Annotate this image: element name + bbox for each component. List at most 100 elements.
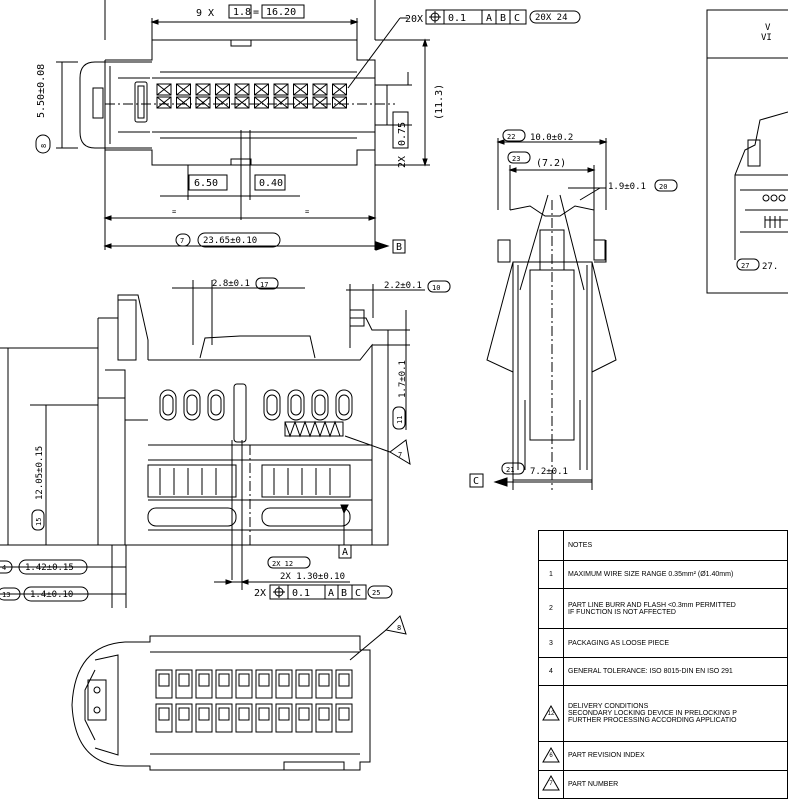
top-cavity xyxy=(273,83,289,96)
dim-17: 1.7±0.1 xyxy=(398,360,408,398)
bottom-cavity xyxy=(275,703,293,733)
bottom-cavity xyxy=(195,669,213,699)
gdt-datum-a: A xyxy=(486,13,492,24)
bottom-cavity xyxy=(315,669,333,699)
dim-142-balloon: 4 xyxy=(2,564,6,572)
top-view: 9 X 1.8 = 16.20 20X 0.1 A B C 20X 24 xyxy=(79,0,581,166)
revision-flag-icon: 6 xyxy=(542,746,560,763)
bottom-cavity xyxy=(155,669,173,699)
notes-row-text: PART REVISION INDEX xyxy=(563,741,788,771)
top-cavity xyxy=(215,83,230,96)
detail-title-2: VI xyxy=(761,33,772,43)
eq-left: = xyxy=(172,208,176,216)
front-cavity-oval xyxy=(207,389,225,421)
base-dim: 7.2±0.1 xyxy=(530,467,568,477)
gdt-tol: 0.1 xyxy=(448,13,466,24)
dim-22-balloon: 10 xyxy=(432,284,440,292)
overall-ref: (11.3) xyxy=(434,84,445,120)
bottom-cavity xyxy=(275,669,293,699)
top-cavity xyxy=(312,83,328,96)
front-cavity-oval xyxy=(159,389,177,421)
top-view-cavities xyxy=(156,83,347,109)
partnum-flag: 7 xyxy=(398,451,402,459)
gdt-datum-b: B xyxy=(500,13,506,24)
pitch-eq: = xyxy=(253,7,259,18)
length-balloon: 7 xyxy=(180,237,184,245)
dim-1205: 12.05±0.15 xyxy=(35,446,45,500)
bottom-cavity xyxy=(175,669,193,699)
top-cavity xyxy=(293,83,308,96)
top-view-dims: 5.50±0.08 8 (11.3) 0.75 2X 6.50 0.40 = = xyxy=(35,38,445,254)
top-cavity xyxy=(312,96,328,109)
height-dim: 5.50±0.08 xyxy=(36,64,47,118)
bottom-cavity xyxy=(255,669,273,699)
top-cavity xyxy=(234,96,250,109)
eq-right: = xyxy=(305,208,309,216)
notes-row-text: PART LINE BURR AND FLASH <0.3mm PERMITTE… xyxy=(563,587,788,630)
pitch-count: 9 X xyxy=(196,8,214,19)
front-view-dims: 2.8±0.1 17 2.2±0.1 10 1.7±0.1 11 7 12.05… xyxy=(0,277,451,608)
notes-row-text: GENERAL TOLERANCE: ISO 8015-DIN EN ISO 2… xyxy=(563,656,788,687)
detail-dim-balloon: 27 xyxy=(741,262,749,270)
gdt2-datum-b: B xyxy=(341,588,347,599)
top-cavity xyxy=(273,96,289,109)
bottom-cavity xyxy=(215,669,233,699)
top-cavity xyxy=(332,83,347,96)
top-cavity xyxy=(195,96,211,109)
front-view xyxy=(97,294,389,590)
front-cavity-oval xyxy=(183,389,201,421)
dim-28: 2.8±0.1 xyxy=(212,279,250,289)
detail-title-1: V xyxy=(765,23,771,33)
bottom-view-cavities xyxy=(155,669,353,733)
width-dim: 10.0±0.2 xyxy=(530,133,573,143)
top-cavity xyxy=(156,96,172,109)
gdt2-prefix: 2X xyxy=(254,588,266,599)
front-cavity-oval xyxy=(287,389,305,421)
notes-header-row: NOTES xyxy=(538,529,788,562)
bottom-view: 8 xyxy=(71,615,407,771)
top-cavity xyxy=(332,96,347,109)
ref-dim: (7.2) xyxy=(536,158,566,169)
top-cavity xyxy=(254,83,269,96)
bottom-cavity xyxy=(235,703,253,733)
detail-view: V VI 27 27. xyxy=(706,9,788,294)
front-cavity-oval xyxy=(263,389,281,421)
datum-b: B xyxy=(396,242,402,253)
front-cavity-oval xyxy=(311,389,329,421)
base-balloon: 21 xyxy=(506,466,514,474)
top-cavity xyxy=(293,96,308,109)
bottom-flag: 8 xyxy=(397,624,401,632)
gdt-count: 20X xyxy=(405,14,423,25)
front-view-slots xyxy=(159,468,331,495)
tab-prefix: 2X xyxy=(397,156,408,168)
notes-row-number: 2 xyxy=(538,587,564,630)
bottom-cavity xyxy=(295,669,313,699)
tab-dim: 0.75 xyxy=(397,122,408,146)
bottom-cavity xyxy=(175,703,193,733)
dim-1205-balloon: 15 xyxy=(35,518,43,526)
dim-14-balloon: 13 xyxy=(2,591,10,599)
dim-142: 1.42±0.15 xyxy=(25,563,74,573)
bottom-cavity xyxy=(335,703,353,733)
top-cavity xyxy=(176,83,191,96)
notes-row-number: 4 xyxy=(538,656,564,687)
detail-dim-text: 27. xyxy=(762,262,778,272)
bottom-cavity xyxy=(335,669,353,699)
notes-row-number: 3 xyxy=(538,628,564,658)
revision-flag-icon: 7 xyxy=(542,775,560,791)
datum-a: A xyxy=(342,547,348,558)
top-cavity xyxy=(234,83,250,96)
notes-row-text: PART NUMBER xyxy=(563,769,788,799)
width-balloon: 22 xyxy=(507,133,515,141)
dim-14: 1.4±0.10 xyxy=(30,590,73,600)
bottom-cavity xyxy=(315,703,333,733)
notes-header: NOTES xyxy=(563,529,788,562)
dim-28-balloon: 17 xyxy=(260,281,268,289)
top-cavity xyxy=(215,96,230,109)
